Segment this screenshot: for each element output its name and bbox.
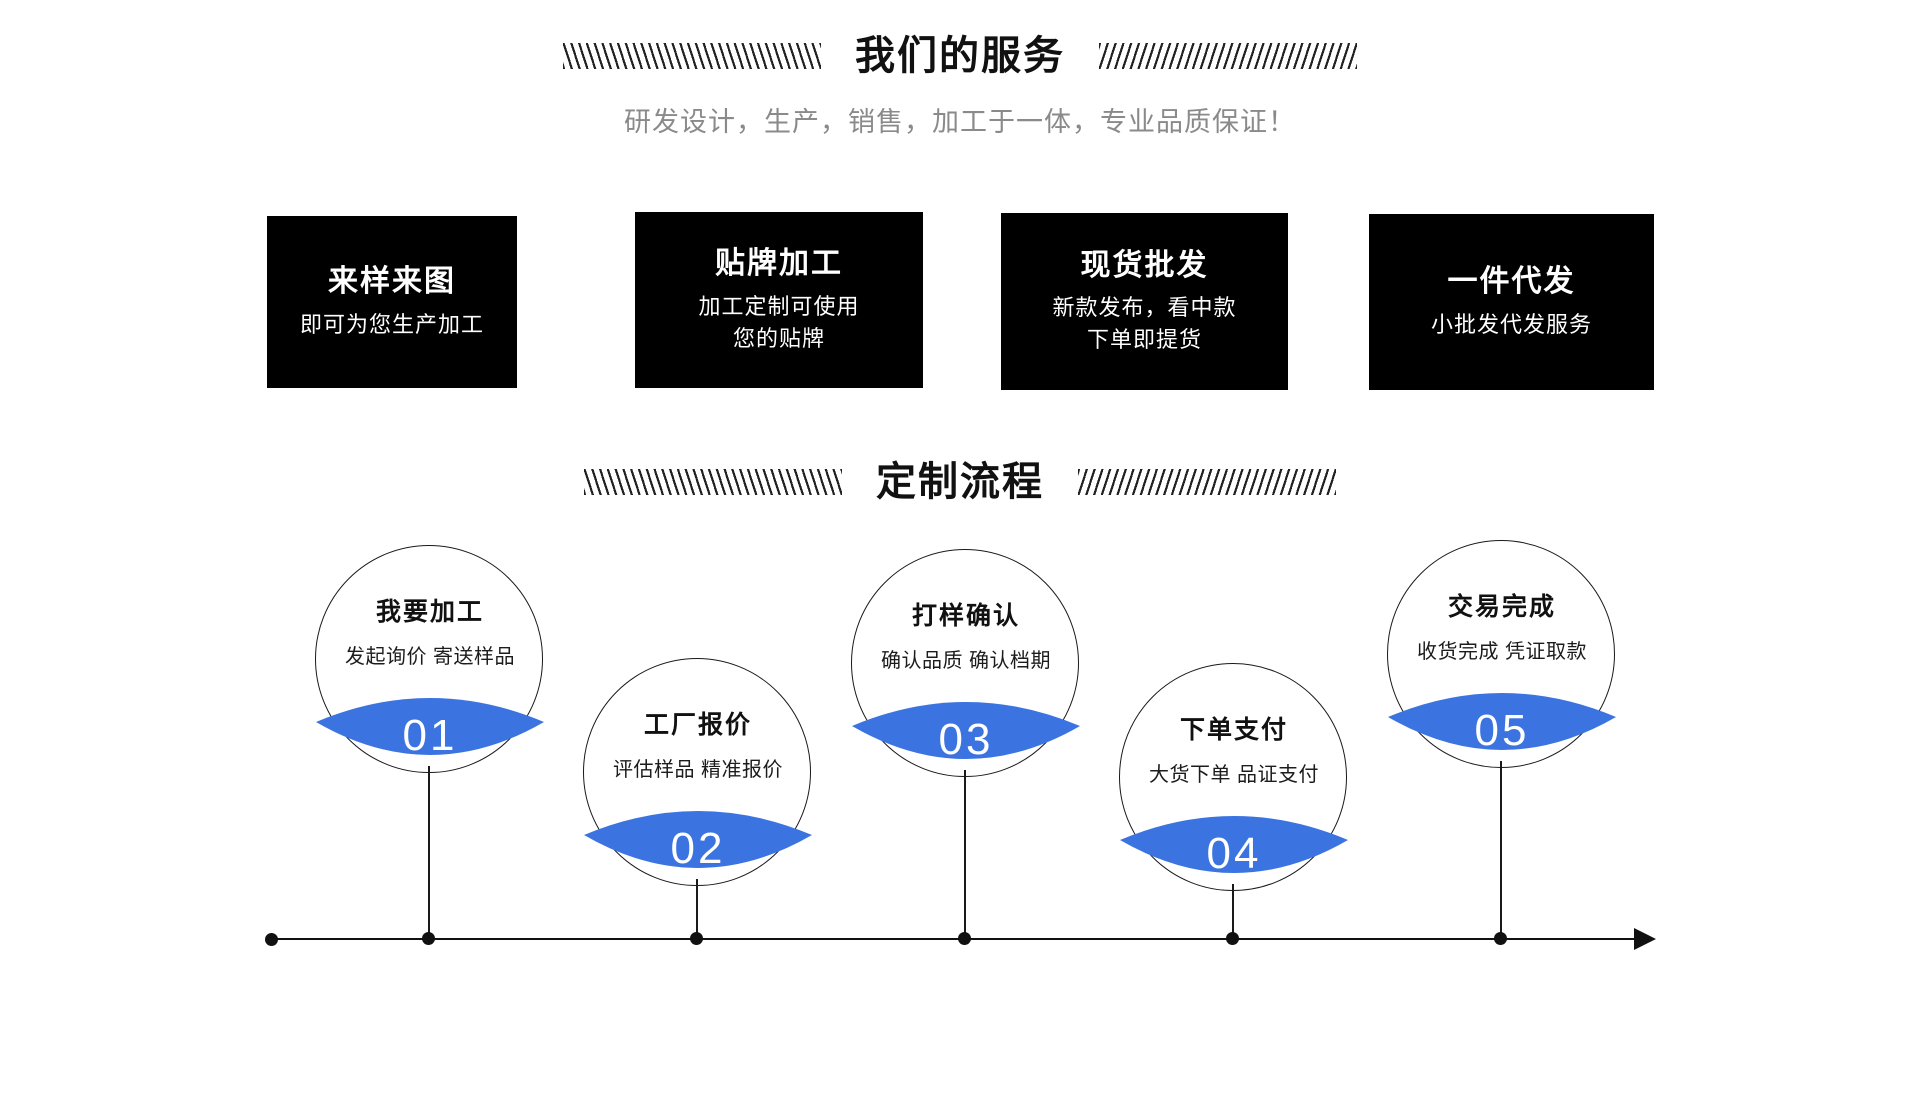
process-step-2-stem (696, 879, 698, 938)
process-step-3-circle[interactable]: 打样确认 确认品质 确认档期 03 (851, 549, 1080, 777)
process-step-5-number: 05 (1474, 706, 1530, 755)
hatch-decoration-right-icon (1099, 43, 1357, 69)
process-step-4-circle[interactable]: 下单支付 大货下单 品证支付 04 (1119, 663, 1348, 891)
service-card-3-title: 现货批发 (1080, 248, 1209, 282)
service-card-2-line-1: 加工定制可使用 (698, 293, 860, 319)
process-heading-row: 定制流程 (0, 462, 1920, 502)
service-card-3-line-2: 下单即提货 (1086, 327, 1202, 353)
service-card-1[interactable]: 来样来图 即可为您生产加工 (267, 216, 517, 388)
service-card-2-title: 贴牌加工 (715, 247, 843, 281)
service-card-2-line-2: 您的贴牌 (732, 325, 825, 351)
service-card-4-line-1: 小批发代发服务 (1430, 311, 1592, 337)
services-subheading: 研发设计，生产，销售，加工于一体，专业品质保证！ (624, 107, 1296, 137)
timeline-arrow-icon (1634, 928, 1656, 950)
process-step-5-desc: 收货完成 凭证取款 (1416, 641, 1588, 663)
process-step-1-desc: 发起询价 寄送样品 (344, 646, 516, 668)
process-heading: 定制流程 (876, 460, 1044, 504)
process-step-2-circle[interactable]: 工厂报价 评估样品 精准报价 02 (583, 658, 812, 886)
service-card-4-title: 一件代发 (1447, 265, 1576, 299)
process-step-4-title: 下单支付 (1179, 716, 1288, 744)
service-card-4[interactable]: 一件代发 小批发代发服务 (1369, 214, 1654, 390)
process-step-2-title: 工厂报价 (643, 711, 752, 739)
process-step-5-dot (1494, 932, 1507, 945)
process-step-1-dot (422, 932, 435, 945)
process-step-3-number: 03 (938, 715, 994, 764)
service-card-1-line-1: 即可为您生产加工 (299, 311, 484, 337)
process-step-1-number: 01 (402, 711, 458, 760)
process-step-3-dot (958, 932, 971, 945)
service-card-3-line-1: 新款发布，看中款 (1052, 295, 1237, 321)
process-step-5-title: 交易完成 (1447, 593, 1556, 621)
process-step-2-number: 02 (670, 824, 726, 873)
services-heading: 我们的服务 (855, 34, 1065, 78)
hatch-decoration-left-icon (563, 43, 821, 69)
process-step-1-title: 我要加工 (375, 598, 484, 626)
process-step-5-stem (1500, 761, 1502, 938)
process-step-3-stem (964, 770, 966, 938)
process-step-4-dot (1226, 932, 1239, 945)
hatch-decoration-left-2-icon (584, 469, 842, 495)
process-step-2-dot (690, 932, 703, 945)
process-step-3-title: 打样确认 (911, 602, 1020, 630)
process-step-1-stem (428, 766, 430, 938)
service-card-3[interactable]: 现货批发 新款发布，看中款 下单即提货 (1001, 213, 1288, 390)
process-step-5-circle[interactable]: 交易完成 收货完成 凭证取款 05 (1387, 540, 1616, 768)
process-step-4-stem (1232, 884, 1234, 938)
process-step-4-desc: 大货下单 品证支付 (1148, 764, 1320, 786)
service-card-2[interactable]: 贴牌加工 加工定制可使用 您的贴牌 (635, 212, 923, 388)
process-step-4-number: 04 (1206, 829, 1262, 878)
service-card-1-title: 来样来图 (328, 265, 456, 299)
process-step-1-circle[interactable]: 我要加工 发起询价 寄送样品 01 (315, 545, 544, 773)
timeline-origin-dot (265, 933, 278, 946)
hatch-decoration-right-2-icon (1078, 469, 1336, 495)
process-step-2-desc: 评估样品 精准报价 (612, 759, 784, 781)
services-heading-row: 我们的服务 (0, 36, 1920, 76)
process-step-3-desc: 确认品质 确认档期 (880, 650, 1052, 672)
